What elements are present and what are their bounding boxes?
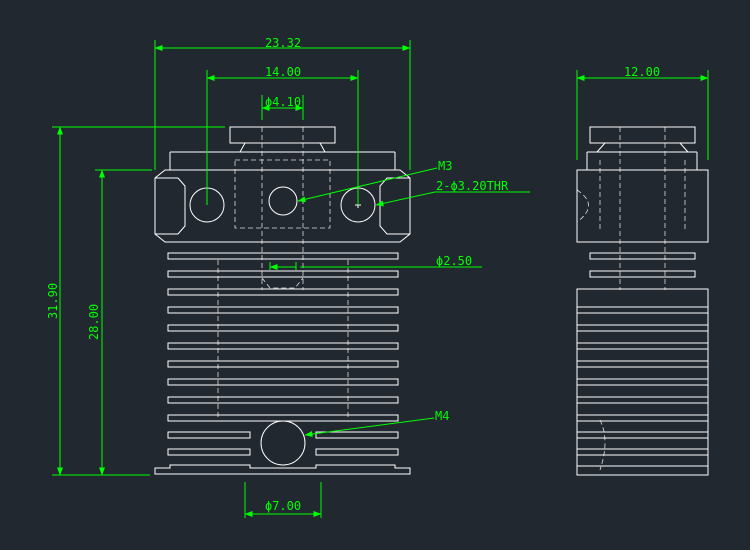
dim-bottom-hole: ϕ7.00 xyxy=(265,499,301,513)
callout-m3: M3 xyxy=(438,159,452,173)
upper-block xyxy=(154,169,411,243)
dimensions: 23.32 14.00 ϕ4.10 12.00 31.90 28.00 ϕ2.5… xyxy=(46,36,709,518)
right-ear xyxy=(379,177,410,235)
dim-side-width: 12.00 xyxy=(624,65,660,79)
dim-hole-spacing: 14.00 xyxy=(265,65,301,79)
side-fins xyxy=(576,252,709,476)
dim-small-bore: ϕ2.50 xyxy=(436,254,472,268)
dim-body-height: 28.00 xyxy=(87,304,101,340)
side-view xyxy=(576,126,709,476)
left-ear xyxy=(155,177,186,235)
center-hole xyxy=(268,186,298,216)
dim-overall-height: 31.90 xyxy=(46,283,60,319)
dim-center-hole: ϕ4.10 xyxy=(265,95,301,109)
front-view xyxy=(154,126,411,475)
cooling-fins xyxy=(154,252,411,475)
cap-neck xyxy=(239,142,326,153)
m4-hole xyxy=(260,420,306,466)
callout-thru-holes: 2-ϕ3.20THR xyxy=(436,179,509,193)
callout-m4: M4 xyxy=(435,409,449,423)
dim-overall-width: 23.32 xyxy=(265,36,301,50)
top-cap xyxy=(229,126,336,144)
